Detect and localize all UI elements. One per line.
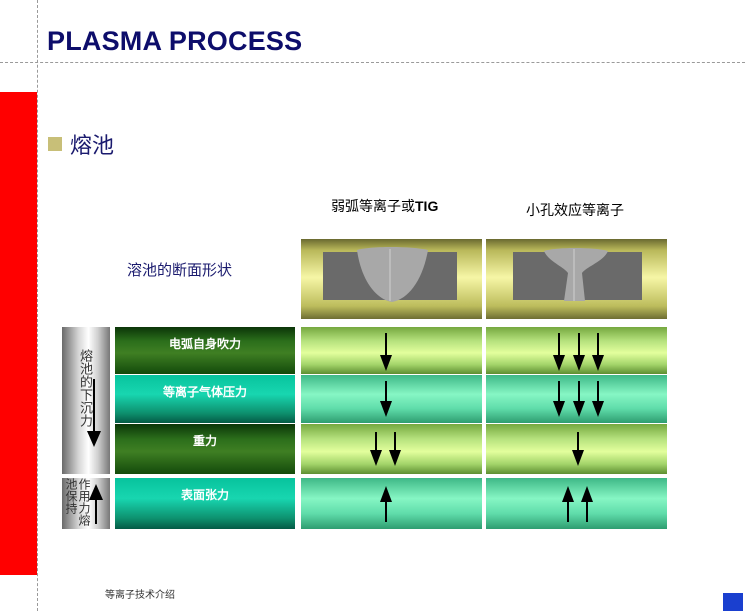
down-arrow-icon [572, 432, 584, 466]
arrow-cell-gravity-keyhole [486, 424, 667, 474]
footer-text: 等离子技术介绍 [105, 590, 175, 601]
corner-square [723, 593, 743, 611]
side-label-downward-forces: 熔池的下沉力 [62, 327, 110, 474]
vertical-guide-line [37, 0, 38, 611]
side-label-downward-text: 熔池的下沉力 [77, 349, 92, 427]
side-label-upward-text: 作用力熔池保持 [64, 478, 91, 526]
arrow-cell-gravity-weak-arc [301, 424, 482, 474]
arrow-cell-gas-pressure-keyhole [486, 375, 667, 423]
column-header-keyhole-cn: 小孔效应等离子 [526, 203, 624, 219]
bullet-square-icon [48, 137, 62, 151]
weld-pool-cross-section-keyhole [486, 239, 667, 319]
down-arrow-icon [380, 381, 392, 417]
force-label-surface-tension: 表面张力 [115, 478, 295, 529]
arrow-cell-surface-tension-weak-arc [301, 478, 482, 529]
force-label-text: 重力 [192, 434, 217, 448]
arrow-cell-gas-pressure-weak-arc [301, 375, 482, 423]
section-heading: 熔池 [70, 134, 115, 159]
shape-row-label: 溶池的断面形状 [127, 261, 233, 279]
column-header-weak-arc-cn: 弱弧等离子或 [331, 199, 415, 215]
red-side-bar [0, 92, 37, 575]
down-arrow-icon [553, 381, 604, 417]
column-header-weak-arc-en: TIG [415, 198, 439, 214]
force-label-arc-blow: 电弧自身吹力 [115, 327, 295, 374]
force-label-text: 等离子气体压力 [162, 385, 247, 399]
arrow-cell-surface-tension-keyhole [486, 478, 667, 529]
down-arrow-icon [553, 333, 604, 371]
arrow-cell-arc-blow-weak-arc [301, 327, 482, 374]
horizontal-guide-line [0, 62, 745, 63]
down-arrow-icon [370, 432, 401, 466]
up-arrow-icon [89, 484, 103, 524]
slide-title: PLASMA PROCESS [47, 26, 303, 56]
column-header-keyhole: 小孔效应等离子 [526, 200, 624, 220]
side-label-upward-forces: 作用力熔池保持 [62, 478, 110, 529]
weld-pool-cross-section-weak-arc [301, 239, 482, 319]
up-arrow-icon [562, 486, 593, 522]
down-arrow-icon [87, 379, 101, 447]
force-label-text: 电弧自身吹力 [168, 337, 241, 351]
column-header-weak-arc: 弱弧等离子或TIG [331, 196, 438, 216]
force-label-text: 表面张力 [180, 488, 229, 502]
up-arrow-icon [380, 486, 392, 522]
down-arrow-icon [380, 333, 392, 371]
force-label-gravity: 重力 [115, 424, 295, 474]
force-label-plasma-gas-pressure: 等离子气体压力 [115, 375, 295, 423]
arrow-cell-arc-blow-keyhole [486, 327, 667, 374]
